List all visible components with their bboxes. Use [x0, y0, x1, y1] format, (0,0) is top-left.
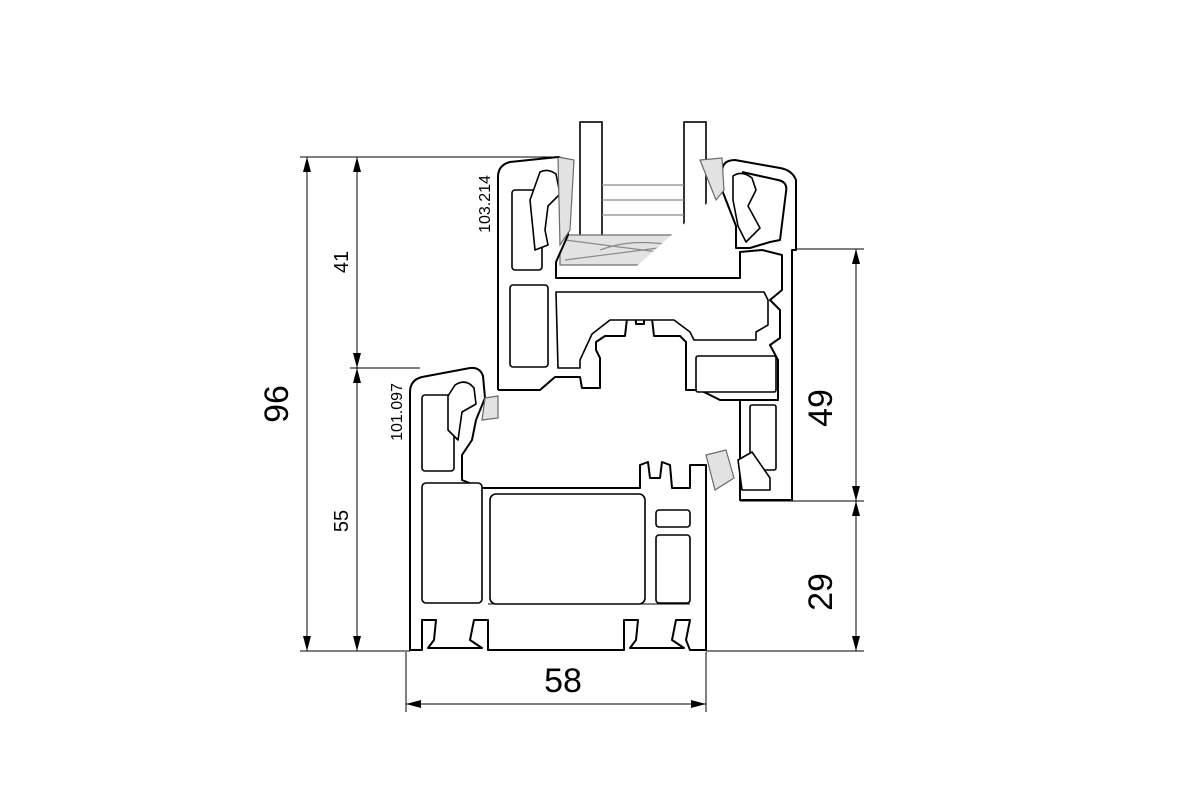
dim-label-29: 29 [802, 573, 840, 611]
arrow-58-left [406, 700, 421, 708]
arrow-29-bottom [852, 636, 860, 651]
sash-profile [497, 156, 797, 501]
sash-top-hook [529, 169, 561, 251]
arrow-41-bottom [353, 353, 361, 368]
arrow-41-top [353, 157, 361, 172]
sash-gasket-low [705, 449, 735, 491]
sash-hook [737, 451, 771, 491]
arrow-49-top [852, 249, 860, 264]
dim-label-41: 41 [331, 251, 353, 273]
frame-top-hook [447, 381, 477, 441]
arrow-58-right [691, 700, 706, 708]
frame-profile [409, 366, 707, 651]
dim-label-49: 49 [802, 389, 840, 427]
frame-chamber-2 [421, 482, 483, 604]
profile-code-frame: 101.097 [389, 383, 406, 441]
frame-chamber-3 [655, 509, 691, 528]
dim-label-58: 58 [544, 662, 582, 700]
arrow-96-bottom [303, 636, 311, 651]
sash-gasket-inner [699, 157, 725, 202]
sash-chamber-2 [509, 284, 549, 368]
frame-chamber-4 [655, 534, 691, 604]
frame-chamber-main [489, 493, 646, 605]
dim-label-55: 55 [331, 510, 353, 532]
sash-right-hook [732, 172, 761, 243]
arrow-49-bottom [852, 486, 860, 501]
profile-code-sash: 103.214 [477, 175, 494, 233]
dimensions: 96 41 55 49 29 58 103.214 101.097 [258, 156, 864, 712]
frame-gasket [481, 395, 499, 421]
sash-chamber-4 [695, 355, 777, 393]
arrow-55-top [353, 368, 361, 383]
sash-chamber-3 [555, 291, 769, 369]
dim-label-96: 96 [258, 385, 296, 423]
arrow-29-top [852, 501, 860, 516]
arrow-55-bottom [353, 636, 361, 651]
arrow-96-top [303, 157, 311, 172]
sash-gasket-outer [557, 156, 575, 247]
